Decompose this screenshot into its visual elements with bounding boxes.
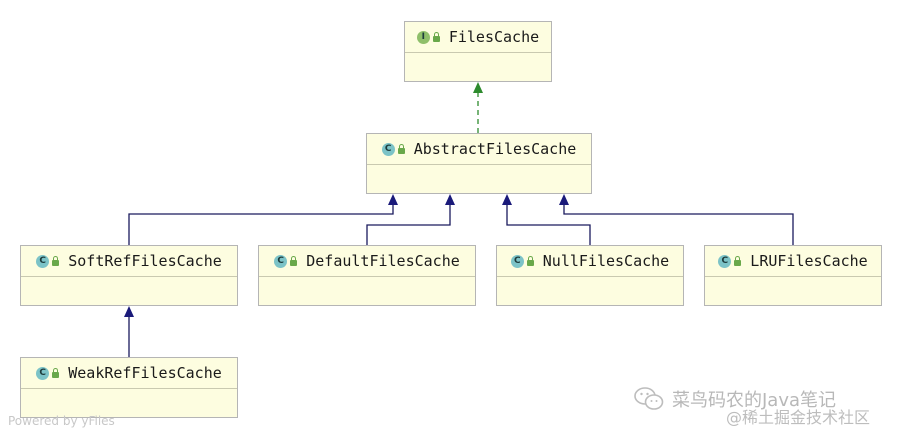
node-title: LRUFilesCache: [750, 252, 868, 270]
node-filescache[interactable]: I FilesCache: [404, 21, 552, 82]
edge-line: [366, 204, 451, 245]
edge-lrufilescache-to-abstractfilescache: [559, 194, 794, 245]
class-icon: C: [718, 254, 732, 268]
node-abstractfilescache[interactable]: C AbstractFilesCache: [366, 133, 592, 194]
arrowhead: [559, 194, 569, 205]
node-title: FilesCache: [448, 28, 540, 46]
arrowhead: [445, 194, 455, 205]
edge-line: [128, 204, 394, 245]
edge-nullfilescache-to-abstractfilescache: [502, 194, 591, 245]
lock-icon: [734, 255, 742, 266]
juejin-watermark: @稀土掘金技术社区: [726, 408, 871, 427]
node-weakreffilescache[interactable]: C WeakRefFilesCache: [20, 357, 238, 418]
arrowhead: [388, 194, 398, 205]
node-title: DefaultFilesCache: [306, 252, 460, 270]
class-icon: C: [36, 366, 50, 380]
wechat-watermark: 菜鸟码农的Java笔记: [672, 390, 837, 411]
arrowhead: [124, 306, 134, 317]
interface-icon: I: [416, 30, 430, 44]
powered-by-watermark: Powered by yFiles: [8, 414, 115, 428]
class-icon: C: [510, 254, 524, 268]
class-icon: C: [274, 254, 288, 268]
lock-icon: [52, 367, 60, 378]
node-softreffilescache[interactable]: C SoftRefFilesCache: [20, 245, 238, 306]
lock-icon: [290, 255, 298, 266]
edge-abstractfilescache-to-filescache: [473, 82, 483, 133]
edge-line: [563, 204, 794, 245]
node-title: WeakRefFilesCache: [68, 364, 222, 382]
edge-weakreffilescache-to-softreffilescache: [124, 306, 134, 357]
wechat-icon: [634, 387, 664, 410]
lock-icon: [526, 255, 534, 266]
class-icon: C: [381, 142, 395, 156]
node-defaultfilescache[interactable]: C DefaultFilesCache: [258, 245, 476, 306]
edge-softreffilescache-to-abstractfilescache: [128, 194, 398, 245]
lock-icon: [432, 31, 440, 42]
node-title: AbstractFilesCache: [413, 140, 577, 158]
edge-defaultfilescache-to-abstractfilescache: [366, 194, 455, 245]
node-lrufilescache[interactable]: C LRUFilesCache: [704, 245, 882, 306]
lock-icon: [52, 255, 60, 266]
arrowhead: [473, 82, 483, 93]
class-icon: C: [36, 254, 50, 268]
edge-line: [506, 204, 591, 245]
node-nullfilescache[interactable]: C NullFilesCache: [496, 245, 684, 306]
arrowhead: [502, 194, 512, 205]
node-title: NullFilesCache: [542, 252, 670, 270]
node-title: SoftRefFilesCache: [68, 252, 222, 270]
lock-icon: [397, 143, 405, 154]
